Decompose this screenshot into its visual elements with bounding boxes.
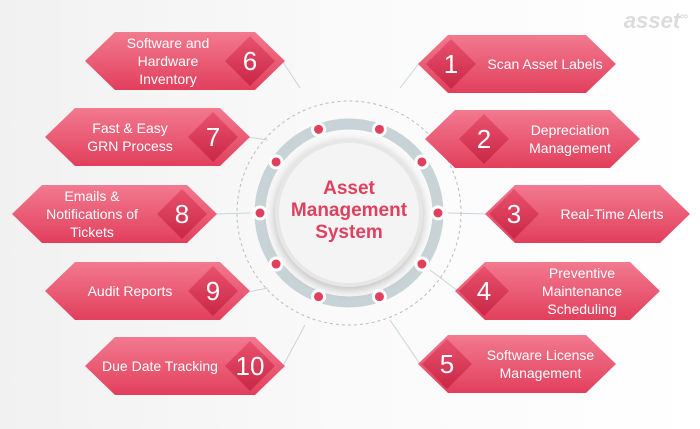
feature-item-2: 2 Depreciation Management — [425, 110, 640, 168]
ring-dot — [252, 205, 268, 221]
item-label: Scan Asset Labels — [487, 56, 603, 72]
item-label: Fast & Easy GRN Process — [87, 120, 173, 154]
ring-dot — [414, 154, 430, 170]
ring-dot — [268, 256, 284, 272]
item-label: Audit Reports — [87, 283, 173, 299]
feature-item-7: 7 Fast & Easy GRN Process — [45, 108, 250, 166]
ring-dot — [414, 256, 430, 272]
item-label: Due Date Tracking — [102, 358, 218, 374]
item-number: 2 — [459, 114, 509, 164]
item-label: Software and Hardware Inventory — [126, 35, 210, 87]
item-label: Preventive Maintenance Scheduling — [541, 265, 623, 317]
ring-dot — [311, 121, 327, 137]
ring-dot — [371, 121, 387, 137]
item-label: Real-Time Alerts — [560, 206, 664, 222]
item-number: 7 — [188, 112, 238, 162]
item-number: 9 — [188, 266, 238, 316]
ring-dot — [268, 154, 284, 170]
asset-logo: asset∞ — [623, 8, 688, 33]
ring-dot — [371, 289, 387, 305]
ring-dot — [311, 289, 327, 305]
feature-item-9: 9 Audit Reports — [45, 262, 250, 320]
item-label: Software License Management — [486, 347, 595, 381]
item-label: Depreciation Management — [529, 122, 611, 156]
item-label: Emails & Notifications of Tickets — [46, 188, 138, 240]
ring-dot — [430, 205, 446, 221]
